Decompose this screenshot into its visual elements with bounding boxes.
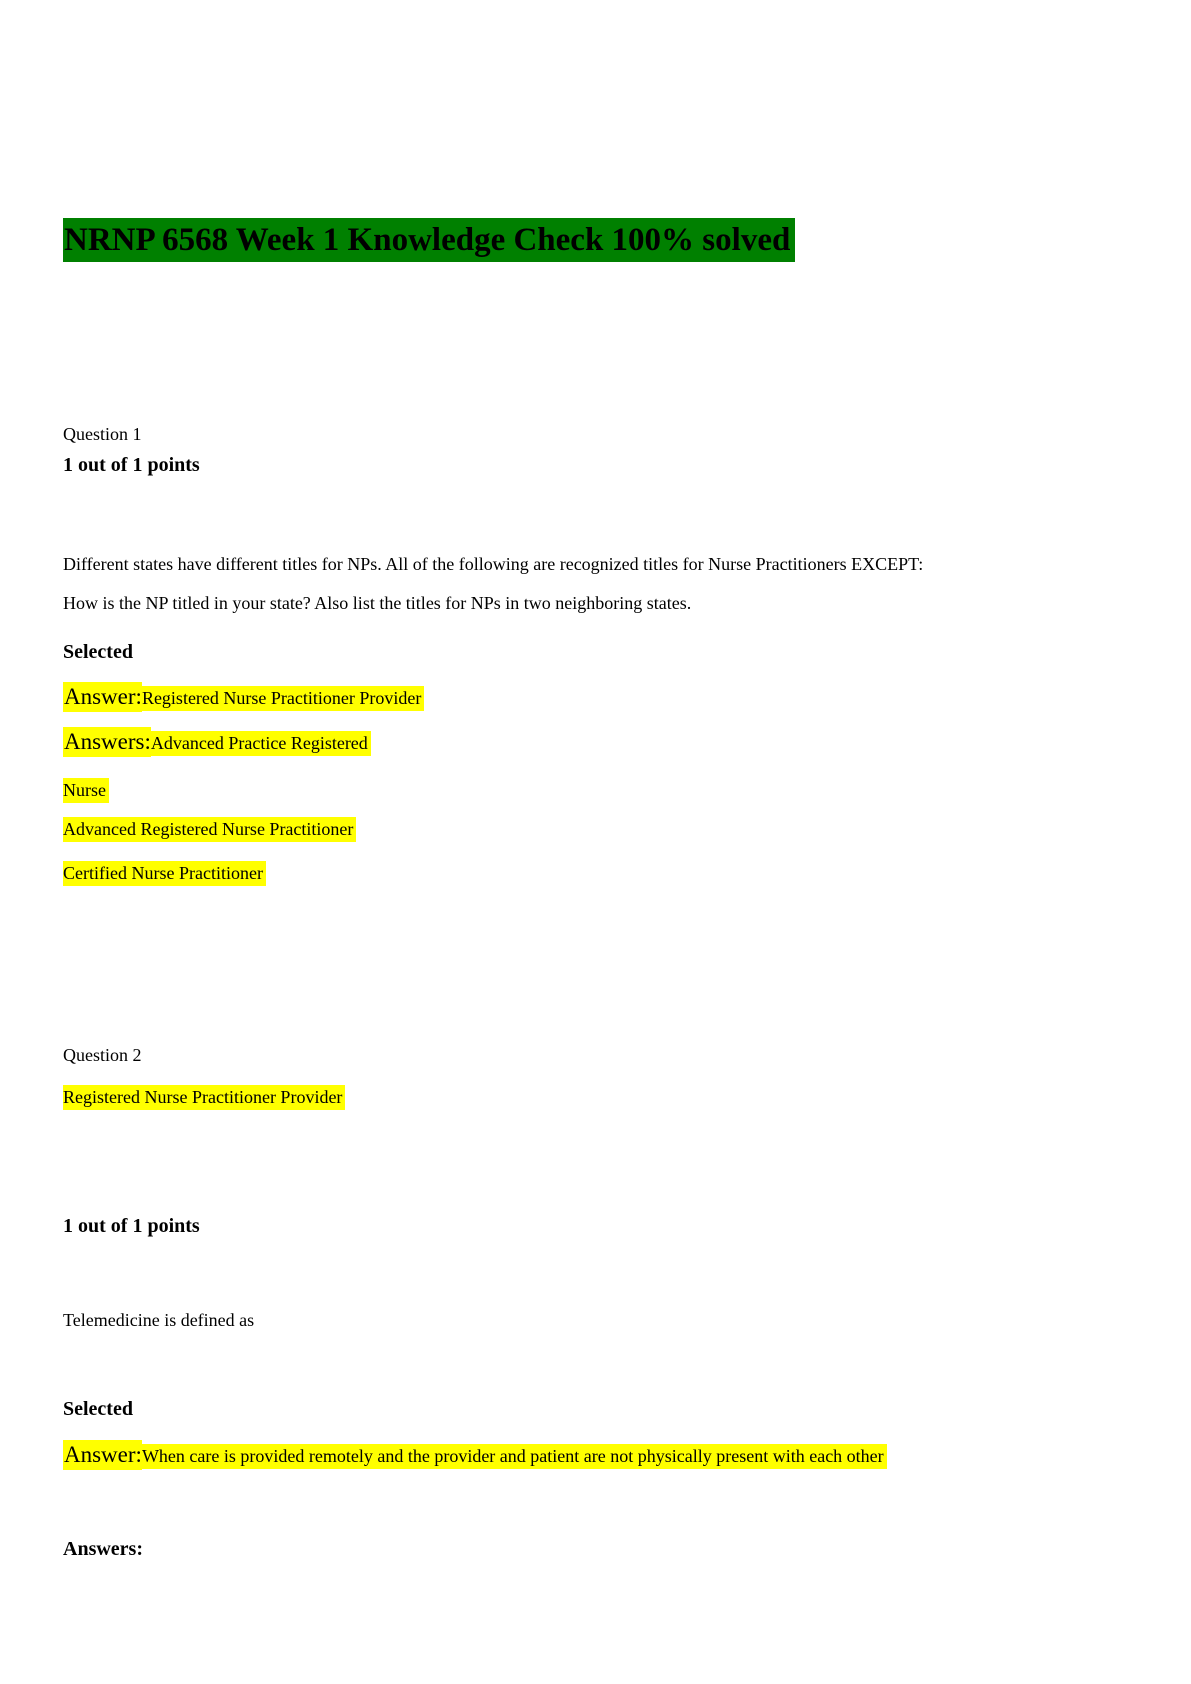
- question1-answers-line2: Nurse: [63, 778, 109, 803]
- question1-answers-prefix: Answers:: [63, 727, 151, 757]
- question2-selected-answer-line: Answer:When care is provided remotely an…: [63, 1440, 887, 1470]
- question1-answer-prefix: Answer:: [63, 682, 142, 712]
- question2-prompt: Telemedicine is defined as: [63, 1310, 255, 1330]
- question2-answer-prefix: Answer:: [63, 1440, 142, 1470]
- question1-answers-option2: Advanced Registered Nurse Practitioner: [63, 817, 357, 842]
- question1-points: 1 out of 1 points: [63, 454, 200, 476]
- question1-answers-line4: Certified Nurse Practitioner: [63, 861, 266, 886]
- question2-answers-heading: Answers:: [63, 1538, 143, 1560]
- question1-prompt-line2: How is the NP titled in your state? Also…: [63, 593, 692, 613]
- question2-selected-heading: Selected: [63, 1398, 133, 1420]
- question2-points: 1 out of 1 points: [63, 1215, 200, 1237]
- question1-answers-option1-part1: Advanced Practice Registered: [150, 731, 371, 756]
- question1-label: Question 1: [63, 424, 142, 444]
- question2-answer-value: When care is provided remotely and the p…: [141, 1444, 887, 1469]
- question2-carryover-answer-line: Registered Nurse Practitioner Provider: [63, 1085, 346, 1110]
- question1-answers-option3: Certified Nurse Practitioner: [63, 861, 266, 886]
- question2-carryover-answer: Registered Nurse Practitioner Provider: [63, 1085, 346, 1110]
- question1-selected-heading: Selected: [63, 641, 133, 663]
- document-title: NRNP 6568 Week 1 Knowledge Check 100% so…: [63, 218, 796, 262]
- question2-label: Question 2: [63, 1045, 142, 1065]
- question1-answers-line3: Advanced Registered Nurse Practitioner: [63, 817, 357, 842]
- question1-answer-value: Registered Nurse Practitioner Provider: [141, 686, 425, 711]
- question1-prompt-line1: Different states have different titles f…: [63, 554, 924, 574]
- question1-answers-line1: Answers:Advanced Practice Registered: [63, 727, 371, 757]
- question1-selected-answer-line: Answer:Registered Nurse Practitioner Pro…: [63, 682, 425, 712]
- question1-answers-option1-part2: Nurse: [63, 778, 109, 803]
